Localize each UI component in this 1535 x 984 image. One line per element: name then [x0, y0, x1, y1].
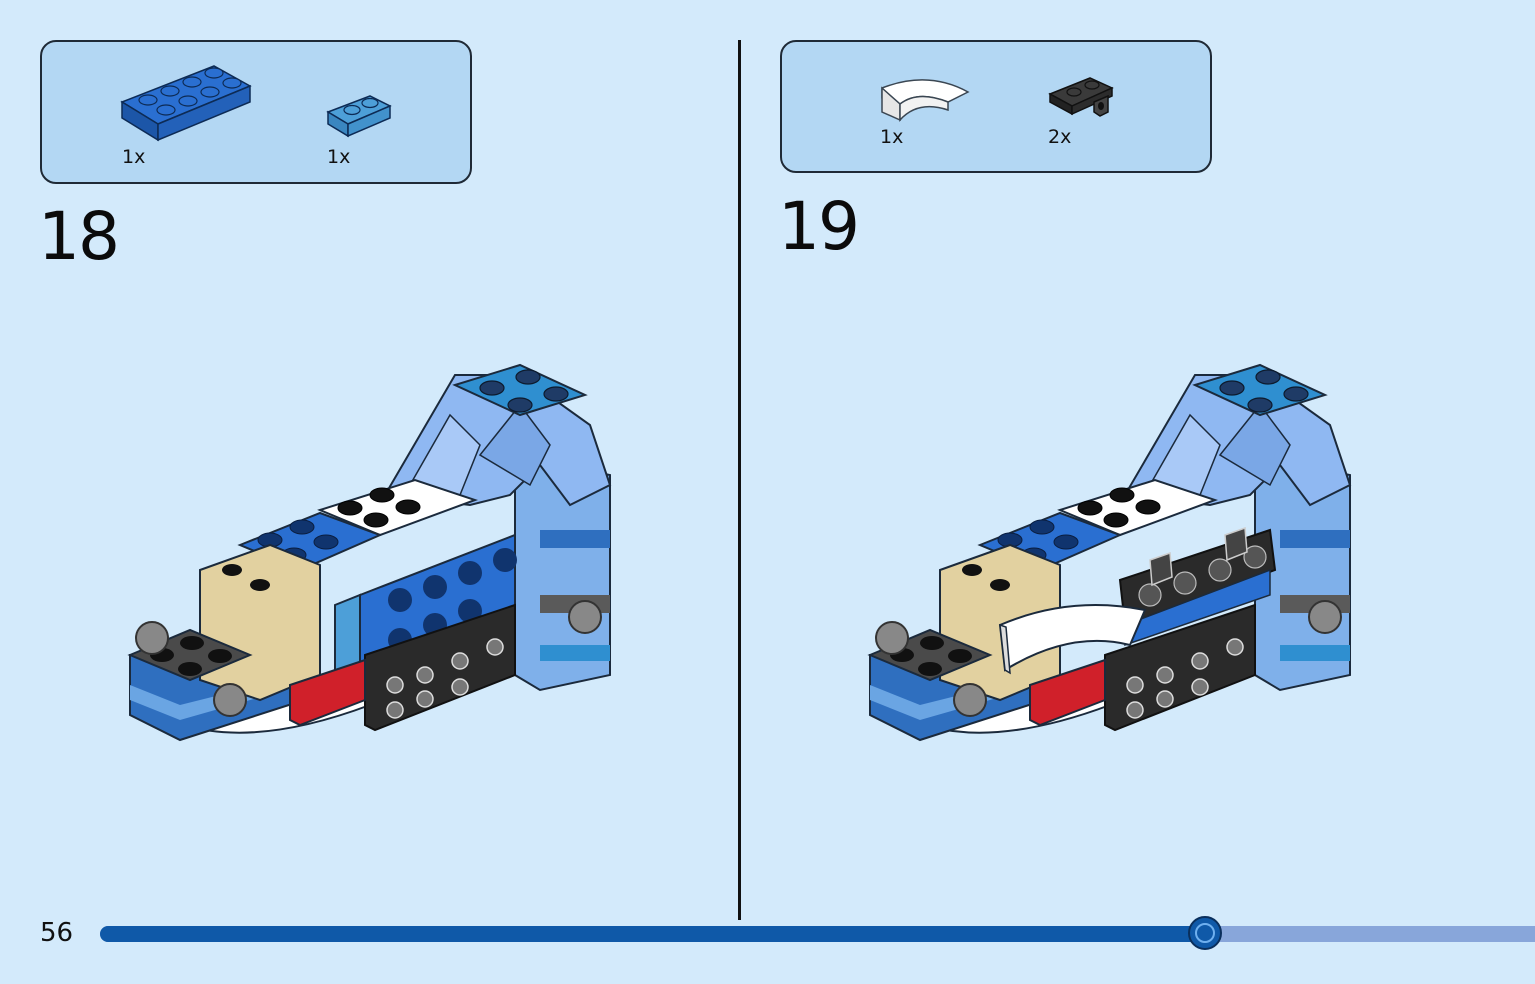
- white-curved-slope-icon: [881, 79, 970, 122]
- light-blue-plate-1x2-icon: [326, 95, 392, 138]
- parts-list-step-18: 1x 1x: [40, 40, 472, 184]
- model-illustration-step-18: [127, 363, 612, 742]
- progress-knob-icon: [1188, 916, 1222, 950]
- parts-list-step-19: 1x 2x: [780, 40, 1212, 173]
- part-qty-white-slope: 1x: [880, 126, 904, 148]
- progress-bar: [100, 916, 1535, 950]
- page-number: 56: [40, 918, 74, 948]
- blue-plate-2x4-icon: [120, 65, 252, 142]
- part-qty-black-clip-plate: 2x: [1048, 126, 1072, 148]
- model-illustration-step-19: [867, 363, 1352, 742]
- part-qty-blue-plate: 1x: [122, 146, 146, 168]
- step-number-18: 18: [38, 198, 120, 275]
- page-divider: [738, 40, 741, 920]
- progress-fill: [100, 926, 1205, 942]
- part-qty-light-blue-plate: 1x: [327, 146, 351, 168]
- black-plate-with-clip-icon: [1048, 77, 1114, 117]
- step-number-19: 19: [778, 188, 860, 265]
